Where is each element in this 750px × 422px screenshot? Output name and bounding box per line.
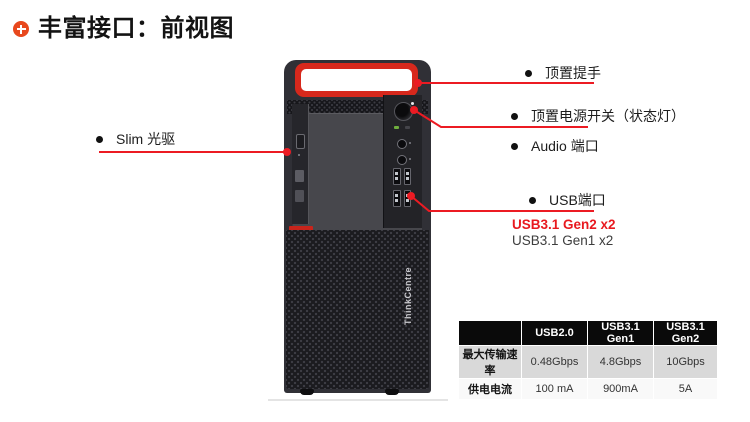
spec-cell: 100 mA (521, 378, 588, 400)
bullet-dot (96, 136, 103, 143)
callout-top-handle: 顶置提手 (525, 64, 601, 83)
spec-cell: 900mA (587, 378, 654, 400)
callout-power-switch-label: 顶置电源开关（状态灯） (531, 108, 685, 124)
callout-slim-odd: Slim 光驱 (96, 130, 175, 149)
spec-header-usb31gen2: USB3.1 Gen2 (653, 320, 718, 346)
usb-contacts (405, 172, 409, 181)
plus-bullet-icon (13, 21, 29, 37)
callout-slim-odd-label: Slim 光驱 (116, 131, 176, 147)
spec-row-supply-current: 供电电流 100 mA 900mA 5A (458, 378, 718, 400)
usb-port (403, 190, 411, 207)
optical-slot-detail (295, 190, 304, 202)
usb-gen1-note: USB3.1 Gen1 x2 (512, 233, 614, 248)
top-handle (295, 63, 418, 97)
usb-port (393, 190, 401, 207)
usb-contacts (395, 194, 399, 203)
tower-foot (385, 389, 399, 395)
top-handle-opening (301, 69, 412, 91)
spec-row-label: 最大传输速率 (458, 345, 522, 379)
power-led (411, 102, 414, 105)
spec-row-label: 供电电流 (458, 378, 522, 400)
spec-cell: 4.8Gbps (587, 345, 654, 379)
slim-optical-drive (292, 104, 309, 224)
callout-audio-port-label: Audio 端口 (531, 138, 599, 154)
spec-cell: 10Gbps (653, 345, 718, 379)
callout-audio-port: Audio 端口 (511, 137, 599, 156)
spec-header-usb31gen1: USB3.1 Gen1 (587, 320, 654, 346)
bullet-dot (511, 113, 518, 120)
status-led-off (405, 126, 410, 129)
power-button (394, 102, 413, 121)
callout-usb-port-label: USB端口 (549, 192, 606, 208)
desktop-tower-front-view: ThinkCentre (284, 60, 431, 395)
usb-spec-table: USB2.0 USB3.1 Gen1 USB3.1 Gen2 最大传输速率 0.… (458, 320, 718, 400)
tower-shadow (268, 399, 448, 401)
spec-row-transfer-rate: 最大传输速率 0.48Gbps 4.8Gbps 10Gbps (458, 345, 718, 379)
mesh-front-grille: ThinkCentre (286, 230, 429, 389)
callout-power-switch: 顶置电源开关（状态灯） (511, 107, 685, 126)
title-row: 丰富接口：前视图 (13, 15, 234, 43)
usb-port (403, 168, 411, 185)
bullet-dot (529, 197, 536, 204)
thinkcentre-logo: ThinkCentre (403, 267, 413, 326)
tower-foot (300, 389, 314, 395)
spec-cell: 0.48Gbps (521, 345, 588, 379)
bullet-dot (511, 143, 518, 150)
callout-top-handle-label: 顶置提手 (545, 65, 601, 81)
callout-usb-port: USB端口 (529, 191, 606, 210)
usb-contacts (395, 172, 399, 181)
spec-header-usb2: USB2.0 (521, 320, 588, 346)
usb-contacts (405, 194, 409, 203)
spec-cell: 5A (653, 378, 718, 400)
usb-port (393, 168, 401, 185)
spec-table-header-row: USB2.0 USB3.1 Gen1 USB3.1 Gen2 (458, 320, 718, 346)
microphone-icon (409, 158, 411, 160)
spec-header-blank (458, 320, 522, 346)
headphone-jack (397, 139, 407, 149)
microphone-jack (397, 155, 407, 165)
usb-gen2-note: USB3.1 Gen2 x2 (512, 217, 616, 232)
bullet-dot (525, 70, 532, 77)
page-title: 丰富接口：前视图 (38, 15, 234, 42)
optical-activity-led (298, 154, 300, 156)
status-led-green (394, 126, 399, 129)
usb-port-pair-bottom (393, 190, 411, 207)
optical-slot-detail (295, 170, 304, 182)
headphone-icon (409, 142, 411, 144)
front-io-panel (383, 95, 422, 228)
usb-port-pair-top (393, 168, 411, 185)
optical-eject-button (296, 134, 305, 149)
